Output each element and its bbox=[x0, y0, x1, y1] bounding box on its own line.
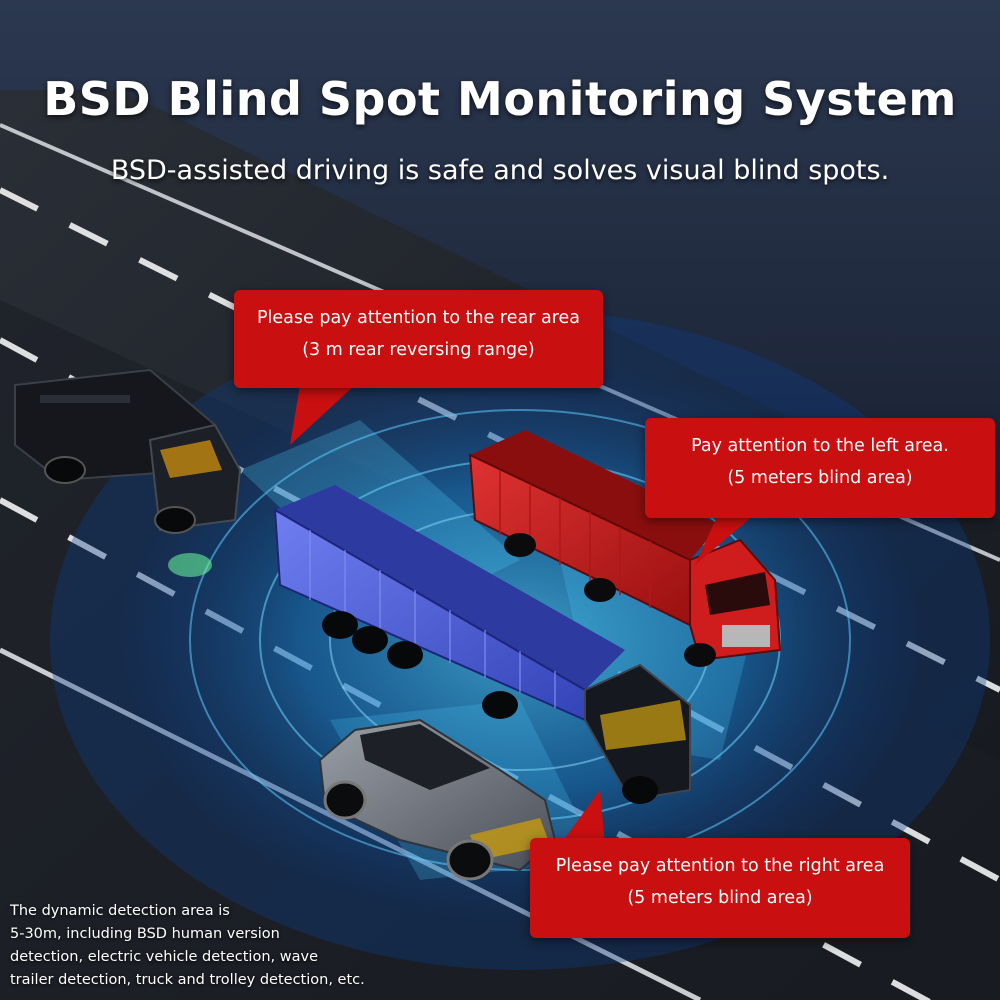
left-callout-line2: (5 meters blind area) bbox=[727, 468, 913, 488]
footnote-line: detection, electric vehicle detection, w… bbox=[10, 949, 318, 965]
right-callout-tail bbox=[560, 790, 605, 845]
page-title: BSD Blind Spot Monitoring System bbox=[43, 72, 957, 126]
footnote-line: The dynamic detection area is bbox=[10, 903, 230, 919]
rear-area-callout: Please pay attention to the rear area (3… bbox=[234, 290, 603, 388]
silver-suv bbox=[318, 718, 557, 881]
detection-footnote: The dynamic detection area is 5-30m, inc… bbox=[10, 900, 430, 992]
rear-callout-line2: (3 m rear reversing range) bbox=[302, 340, 535, 360]
footnote-line: 5-30m, including BSD human version bbox=[10, 926, 280, 942]
rear-callout-line1: Please pay attention to the rear area bbox=[257, 308, 580, 328]
left-callout-line1: Pay attention to the left area. bbox=[691, 436, 949, 456]
right-callout-line2: (5 meters blind area) bbox=[627, 888, 813, 908]
rear-callout-tail bbox=[290, 385, 355, 445]
left-area-callout: Pay attention to the left area. (5 meter… bbox=[645, 418, 995, 518]
right-callout-line1: Please pay attention to the right area bbox=[555, 856, 885, 876]
page-subtitle: BSD-assisted driving is safe and solves … bbox=[110, 155, 890, 186]
rear-truck bbox=[14, 368, 242, 577]
red-container-truck bbox=[468, 430, 782, 667]
right-area-callout: Please pay attention to the right area (… bbox=[530, 838, 910, 938]
blue-container-truck bbox=[273, 485, 691, 804]
footnote-line: trailer detection, truck and trolley det… bbox=[10, 972, 365, 988]
left-callout-tail bbox=[695, 510, 760, 565]
